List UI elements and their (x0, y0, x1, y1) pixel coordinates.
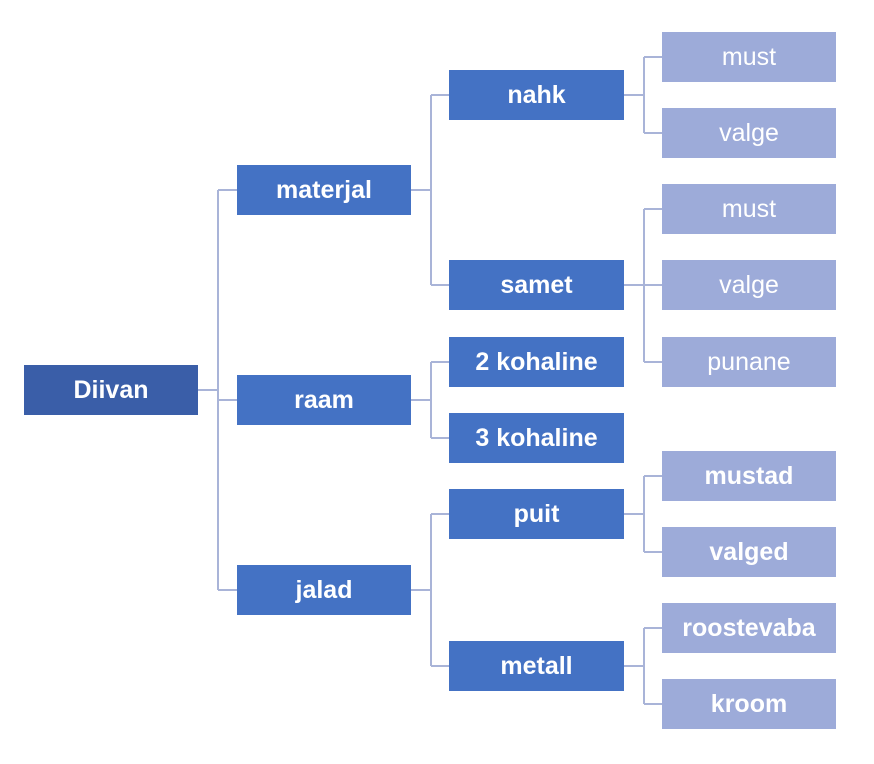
node-metall: metall (449, 641, 624, 691)
node-metall-roostevaba: roostevaba (662, 603, 836, 653)
node-nahk: nahk (449, 70, 624, 120)
node-2-kohaline: 2 kohaline (449, 337, 624, 387)
node-metall-kroom: kroom (662, 679, 836, 729)
node-raam: raam (237, 375, 411, 425)
node-3-kohaline: 3 kohaline (449, 413, 624, 463)
node-jalad: jalad (237, 565, 411, 615)
node-nahk-valge: valge (662, 108, 836, 158)
node-puit-mustad: mustad (662, 451, 836, 501)
node-samet-must: must (662, 184, 836, 234)
node-puit: puit (449, 489, 624, 539)
node-samet-punane: punane (662, 337, 836, 387)
node-puit-valged: valged (662, 527, 836, 577)
node-nahk-must: must (662, 32, 836, 82)
node-diivan: Diivan (24, 365, 198, 415)
node-samet: samet (449, 260, 624, 310)
node-samet-valge: valge (662, 260, 836, 310)
node-materjal: materjal (237, 165, 411, 215)
